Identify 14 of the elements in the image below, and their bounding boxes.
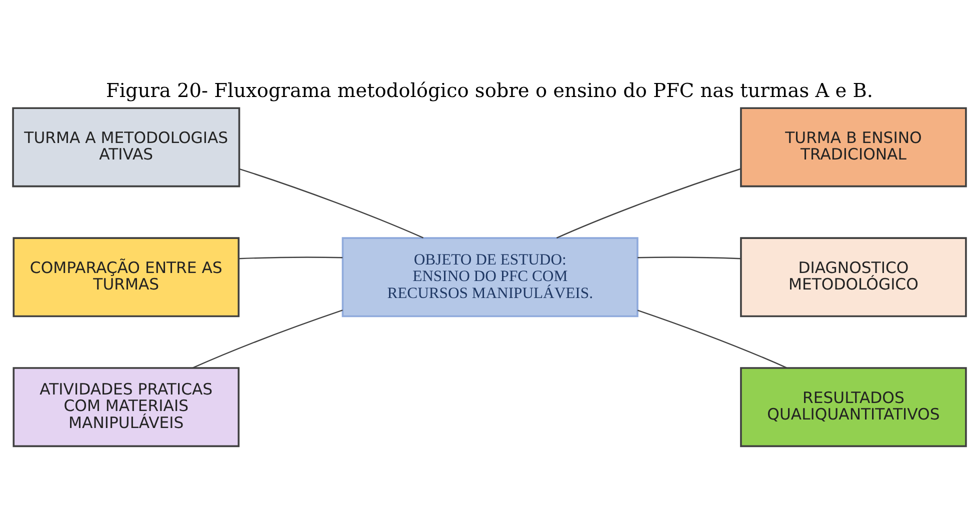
node-box: TURMA A METODOLOGIAS ATIVAS [12,106,240,187]
connector [239,168,424,238]
connector [637,309,787,368]
diagram-title: Figura 20- Fluxograma metodológico sobre o ensino do PFC nas turmas A e B. [106,78,874,102]
node-box: RESULTADOS QUALIQUANTITATIVOS [740,366,967,447]
node-box: OBJETO DE ESTUDO: ENSINO DO PFC COM RECURSOS MANIPULÁVEIS. [342,236,638,317]
connector [638,256,741,259]
node-box: ATIVIDADES PRATICAS COM MATERIAIS MANIPULÁVEIS [12,366,240,447]
connector [238,256,343,259]
connector [192,309,343,368]
connector [556,168,741,238]
node-box: DIAGNOSTICO METODOLÓGICO [740,236,967,317]
node-box: TURMA B ENSINO TRADICIONAL [740,106,967,187]
node-box: COMPARAÇÃO ENTRE AS TURMAS [12,236,240,317]
